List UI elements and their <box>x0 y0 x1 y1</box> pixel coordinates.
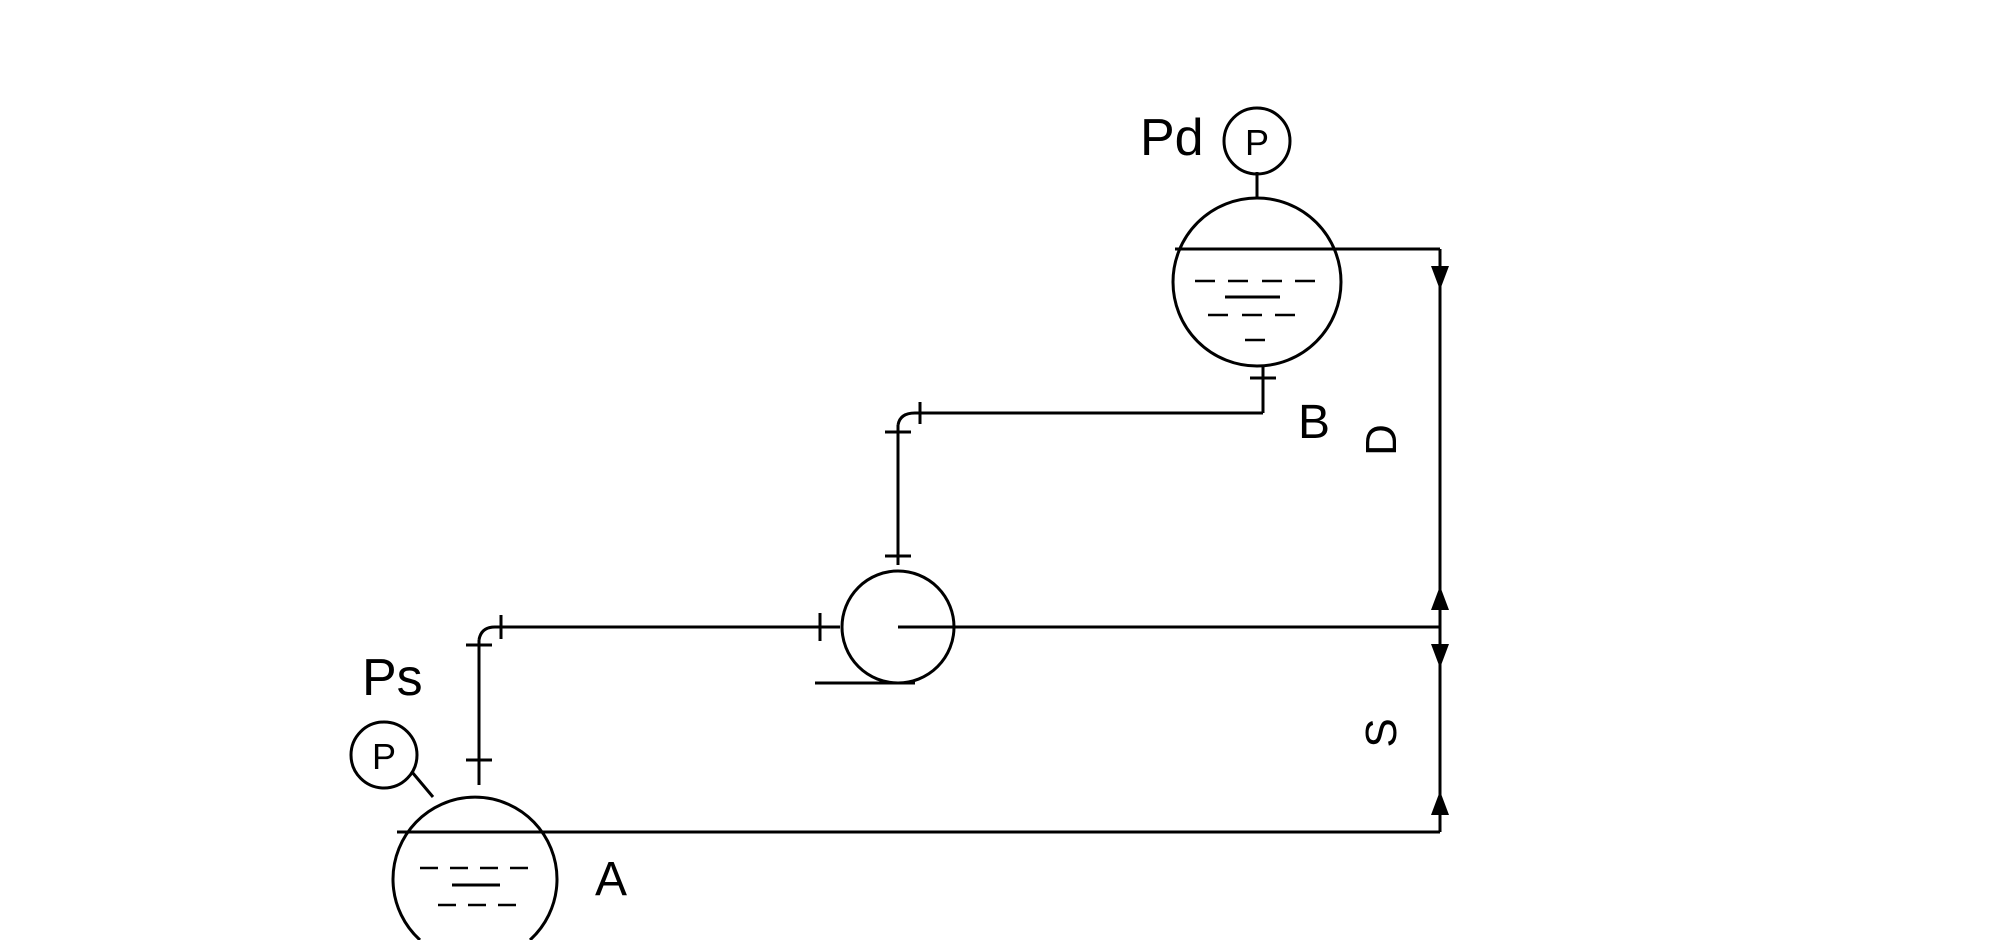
tank-b-liquid-dashes <box>1195 279 1315 342</box>
dimension-d: D <box>1357 249 1449 627</box>
gauge-pd-letter: P <box>1245 122 1269 163</box>
tank-a <box>391 795 1440 940</box>
tank-b <box>1171 196 1440 368</box>
label-dim-s: S <box>1357 718 1406 747</box>
label-tank-b: B <box>1298 396 1330 449</box>
label-tank-a: A <box>595 853 627 906</box>
pressure-gauge-ps: P <box>349 720 435 798</box>
discharge-pipe <box>885 367 1276 565</box>
gauge-ps-letter: P <box>372 736 396 777</box>
label-ps: Ps <box>362 649 423 707</box>
suction-pipe <box>466 615 840 785</box>
label-dim-d: D <box>1357 424 1406 456</box>
tank-a-liquid-dashes <box>420 866 528 907</box>
label-pd: Pd <box>1140 109 1204 167</box>
dimension-s: S <box>1357 627 1449 832</box>
pump <box>815 569 1440 685</box>
pressure-gauge-pd: P <box>1222 106 1292 198</box>
